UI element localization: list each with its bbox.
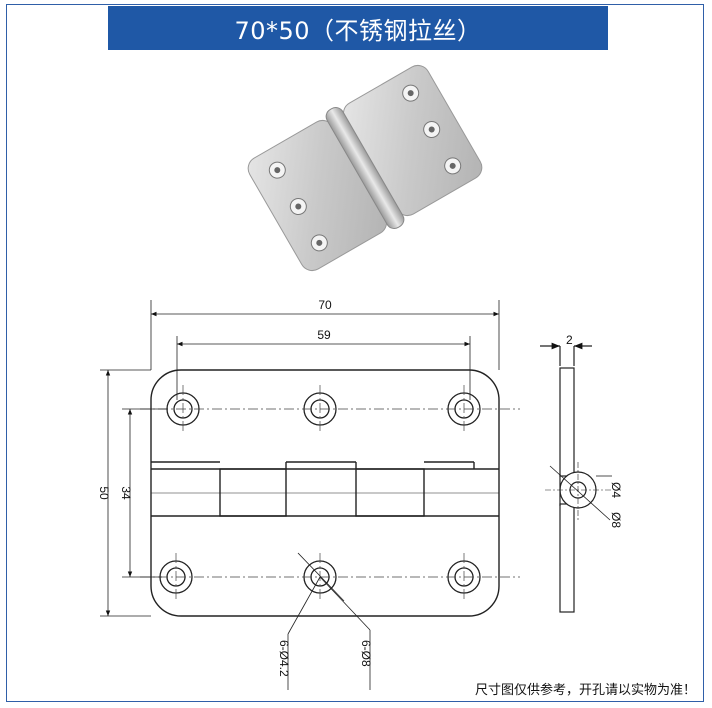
dim-overall-height: 50 bbox=[97, 486, 111, 500]
side-view bbox=[540, 342, 612, 613]
dimension-lines bbox=[100, 300, 500, 690]
page-title: 70*50（不锈钢拉丝） bbox=[108, 6, 608, 50]
dim-hole-spacing-y: 34 bbox=[119, 486, 133, 500]
dim-pin-hole: Ø4 bbox=[609, 482, 623, 498]
dim-overall-width: 70 bbox=[318, 298, 332, 312]
dim-countersink-diameter: 6-Ø8 bbox=[359, 640, 373, 667]
hinge-photo bbox=[247, 64, 483, 272]
disclaimer-note: 尺寸图仅供参考，开孔请以实物为准！ bbox=[474, 683, 696, 698]
dim-thickness: 2 bbox=[566, 333, 573, 347]
dim-hole-spacing-x: 59 bbox=[317, 328, 331, 342]
front-view bbox=[150, 369, 500, 617]
outer-frame bbox=[6, 4, 704, 702]
dim-knuckle: Ø8 bbox=[609, 512, 623, 528]
dim-hole-diameter: 6-Ø4.2 bbox=[277, 640, 291, 677]
center-lines bbox=[140, 385, 520, 601]
